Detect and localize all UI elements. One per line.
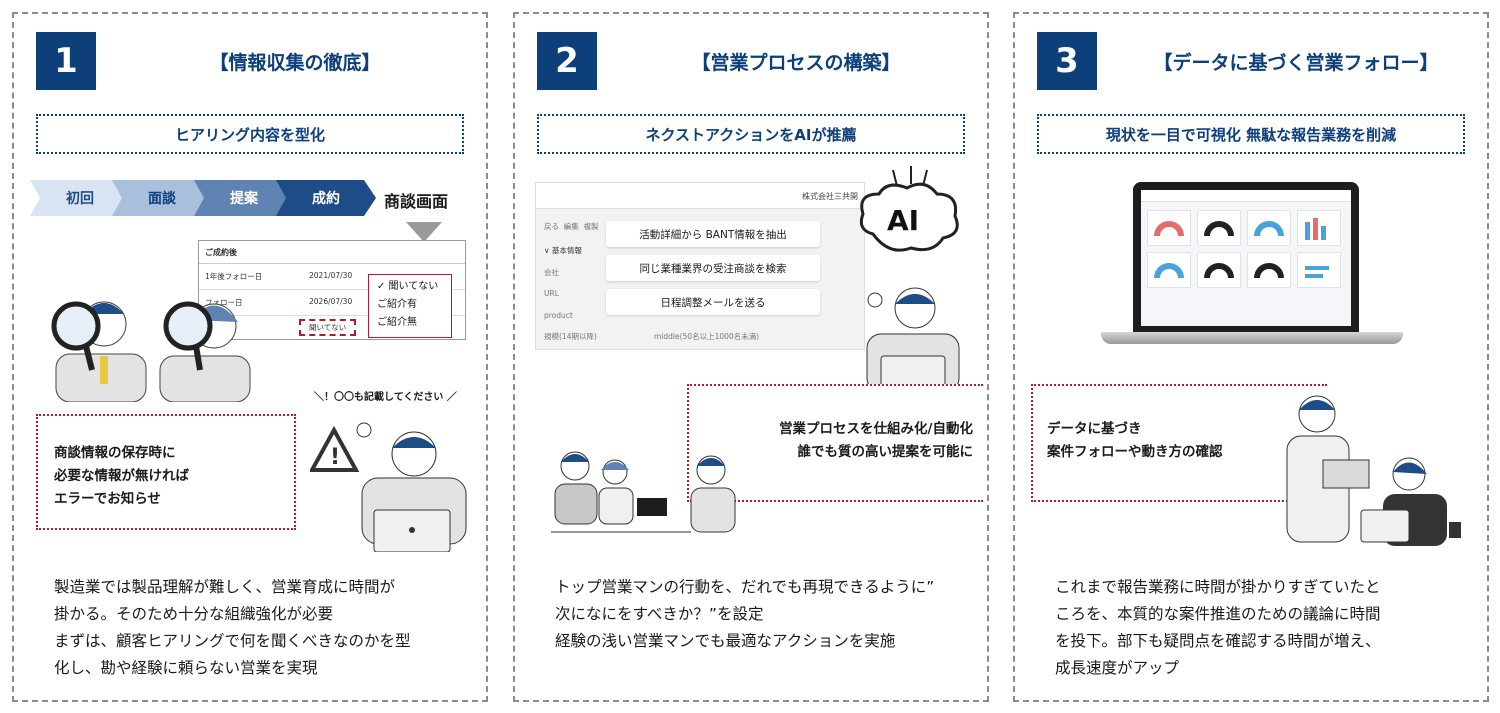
dropdown-option[interactable]: ご紹介有 (377, 299, 417, 310)
laptop-base (1101, 332, 1403, 344)
panel-title: 【データに基づく営業フォロー】 (1153, 52, 1439, 74)
suggestion-extract-bant[interactable]: 活動詳細から BANT情報を抽出 (606, 221, 820, 247)
step-number-badge: 1 (36, 32, 96, 90)
colleagues-with-laptop-illustration (1286, 395, 1461, 546)
callout-text: 商談情報の保存時に 必要な情報が無ければ エラーでお知らせ (54, 445, 189, 507)
form-row-value: 2026/07/30 (309, 297, 353, 306)
form-row-label: 1年後フォロー日 (205, 272, 263, 281)
referral-dropdown[interactable]: ✓ 聞いてない ご紹介有 ご紹介無 (368, 274, 452, 338)
svg-text:!: ! (330, 445, 340, 470)
dashboard-tile (1197, 252, 1241, 288)
field-label: 規模(14期以降) (544, 332, 597, 341)
company-name: 株式会社三共開 (802, 192, 858, 201)
required-field-highlight[interactable]: 聞いてない (299, 319, 357, 336)
callout-box (687, 384, 983, 502)
pointer-triangle-icon (406, 222, 442, 242)
callout-box (36, 414, 296, 530)
dashboard-tile (1147, 210, 1191, 246)
panel-title: 【情報収集の徹底】 (209, 52, 381, 74)
dashboard-tile (1197, 210, 1241, 246)
dropdown-option[interactable]: ✓ 聞いてない (377, 281, 439, 292)
dashboard-tile (1297, 210, 1341, 246)
crm-header-bar: 株式会社三共開 (536, 183, 864, 209)
field-value: middle(50名以上1000名未満) (654, 332, 760, 341)
panel-subtitle: ネクストアクションをAIが推薦 (537, 114, 965, 154)
step-chevron-proposal: 提案 (194, 180, 294, 216)
suggestion-schedule-email[interactable]: 日程調整メールを送る (606, 289, 820, 315)
people-with-magnifier-illustration (51, 301, 251, 402)
panel-subtitle: 現状を一目で可視化 無駄な報告業務を削減 (1037, 114, 1465, 154)
toolbar-buttons: 戻る 編集 複製 (544, 221, 599, 232)
dashboard-gauges-icon (1154, 218, 1329, 279)
panel-title: 【営業プロセスの構築】 (691, 52, 901, 74)
field-label: 会社 (544, 268, 559, 277)
dashboard-tile (1247, 252, 1291, 288)
screen-label: 商談画面 (384, 192, 449, 211)
laptop-dashboard (1133, 182, 1359, 332)
panel-description: トップ営業マンの行動を、だれでも再現できるように” 次になにをすべきか？”を設定… (555, 578, 935, 650)
step-number-badge: 3 (1037, 32, 1097, 90)
dropdown-option[interactable]: ご紹介無 (377, 317, 417, 328)
panel-data-driven-followup: 3 【データに基づく営業フォロー】 現状を一目で可視化 無駄な報告業務を削減 (1013, 12, 1489, 702)
duplicate-button[interactable]: 複製 (583, 222, 599, 231)
crm-dashboard-screen (1141, 190, 1351, 326)
suggestion-search-deals[interactable]: 同じ業種業界の受注商談を検索 (606, 255, 820, 281)
callout-text: 営業プロセスを仕組み化/自動化 誰でも質の高い提案を可能に (779, 421, 973, 460)
panel-description: 製造業では製品理解が難しく、営業育成に時間が 掛かる。そのため十分な組織強化が必… (54, 578, 411, 677)
team-meeting-illustration (551, 451, 736, 533)
ai-label: AI (887, 204, 919, 237)
form-row-value: 2021/07/30 (309, 271, 353, 280)
form-header: ご成約後 (205, 248, 237, 257)
crm-screenshot: 株式会社三共開 戻る 編集 複製 ∨ 基本情報 会社 URL product 規… (535, 182, 865, 350)
field-label: product (544, 311, 573, 320)
callout-box (1031, 384, 1327, 502)
panel-information-gathering: 1 【情報収集の徹底】 ヒアリング内容を型化 初回 面談 提案 成約 商談画面 … (12, 12, 488, 702)
section-header[interactable]: ∨ 基本情報 (544, 246, 582, 255)
dashboard-tile (1247, 210, 1291, 246)
person-at-laptop-illustration: ! (310, 422, 467, 552)
dashboard-tile (1147, 252, 1191, 288)
edit-button[interactable]: 編集 (563, 222, 579, 231)
back-button[interactable]: 戻る (544, 222, 559, 231)
step-number-badge: 2 (537, 32, 597, 90)
panel-subtitle: ヒアリング内容を型化 (36, 114, 464, 154)
panel-description: これまで報告業務に時間が掛かりすぎていたと ころを、本質的な案件推進のための議論… (1055, 578, 1381, 677)
step-chevron-first-visit: 初回 (30, 180, 130, 216)
panel-sales-process: 2 【営業プロセスの構築】 ネクストアクションをAIが推薦 株式会社三共開 戻る… (513, 12, 989, 702)
form-row-label: フォロー日 (205, 298, 243, 307)
callout-heading: ＼！〇〇も記載してください ／ (314, 392, 457, 403)
field-label: URL (544, 289, 559, 298)
callout-text: データに基づき 案件フォローや動き方の確認 (1047, 421, 1223, 460)
presenter-illustration (866, 287, 960, 392)
ai-cloud-icon: AI (859, 166, 959, 252)
step-chevron-meeting: 面談 (112, 180, 212, 216)
step-chevron-contract: 成約 (276, 180, 376, 216)
